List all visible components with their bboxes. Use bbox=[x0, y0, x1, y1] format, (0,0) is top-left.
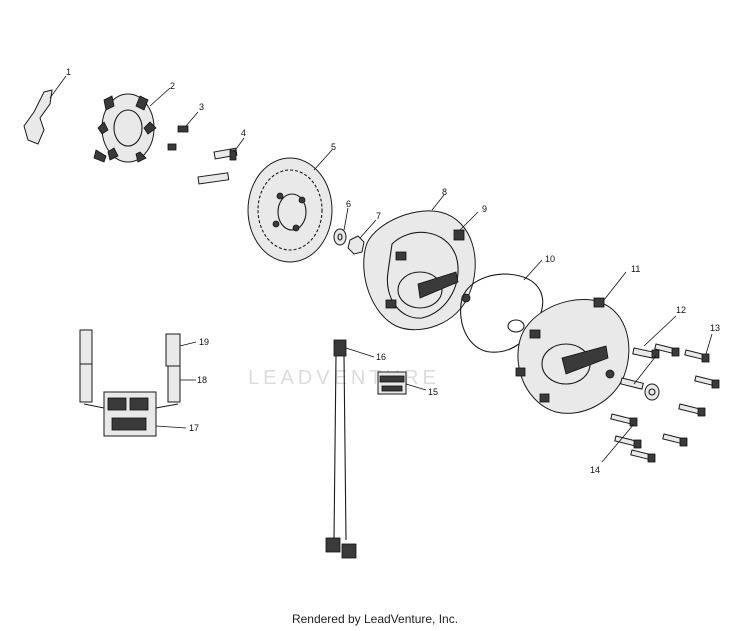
part-5-flywheel bbox=[247, 157, 333, 263]
part-7-nut bbox=[347, 235, 365, 255]
leader-6 bbox=[343, 207, 349, 231]
part-12-bolts-washer bbox=[619, 347, 660, 401]
callout-7: 7 bbox=[376, 211, 381, 221]
leader-7 bbox=[359, 219, 377, 239]
part-17-module bbox=[83, 391, 179, 437]
part-18-wire-boots bbox=[79, 361, 181, 403]
part-8-stator-cover bbox=[363, 210, 476, 331]
callout-3: 3 bbox=[199, 102, 204, 112]
callout-9: 9 bbox=[482, 204, 487, 214]
part-15-regulator bbox=[377, 371, 407, 395]
leader-13 bbox=[705, 333, 713, 355]
callout-18: 18 bbox=[197, 375, 207, 385]
part-9-cover-bolt bbox=[453, 229, 465, 241]
callout-2: 2 bbox=[170, 81, 175, 91]
part-1-bracket bbox=[23, 89, 53, 145]
leader-9 bbox=[459, 211, 479, 231]
callout-4: 4 bbox=[241, 128, 246, 138]
leader-10 bbox=[523, 259, 543, 281]
callout-15: 15 bbox=[428, 387, 438, 397]
leader-5 bbox=[313, 149, 333, 171]
leader-1 bbox=[49, 75, 67, 99]
callout-8: 8 bbox=[442, 187, 447, 197]
part-2-stator bbox=[93, 93, 157, 163]
part-13-bolts bbox=[654, 343, 720, 447]
callout-1: 1 bbox=[66, 67, 71, 77]
leader-4 bbox=[233, 137, 245, 153]
callout-10: 10 bbox=[545, 254, 555, 264]
part-4-bolts bbox=[197, 147, 238, 185]
callout-17: 17 bbox=[189, 423, 199, 433]
leader-12 bbox=[643, 315, 677, 347]
part-3-screws bbox=[167, 125, 189, 151]
part-6-washer bbox=[333, 228, 347, 246]
part-16-sensor-harness bbox=[325, 339, 357, 559]
leader-14 bbox=[601, 423, 635, 463]
callout-5: 5 bbox=[331, 142, 336, 152]
footer-credit: Rendered by LeadVenture, Inc. bbox=[291, 612, 459, 626]
leader-19 bbox=[179, 341, 197, 347]
callout-11: 11 bbox=[631, 264, 640, 274]
leader-16 bbox=[345, 347, 375, 358]
leader-8 bbox=[431, 194, 445, 211]
leader-12b bbox=[633, 355, 657, 385]
callout-16: 16 bbox=[376, 352, 386, 362]
callout-6: 6 bbox=[346, 199, 351, 209]
part-11-outer-cover bbox=[515, 297, 630, 414]
callout-13: 13 bbox=[710, 323, 720, 333]
part-19-caps bbox=[79, 329, 181, 367]
leader-3 bbox=[185, 111, 199, 127]
leader-15 bbox=[405, 383, 427, 391]
callout-14: 14 bbox=[590, 465, 600, 475]
leader-2 bbox=[149, 87, 171, 107]
callout-12: 12 bbox=[676, 305, 686, 315]
callout-19: 19 bbox=[199, 337, 209, 347]
leader-11 bbox=[603, 271, 627, 301]
part-14-bolts bbox=[610, 413, 656, 463]
leader-17 bbox=[155, 425, 187, 429]
